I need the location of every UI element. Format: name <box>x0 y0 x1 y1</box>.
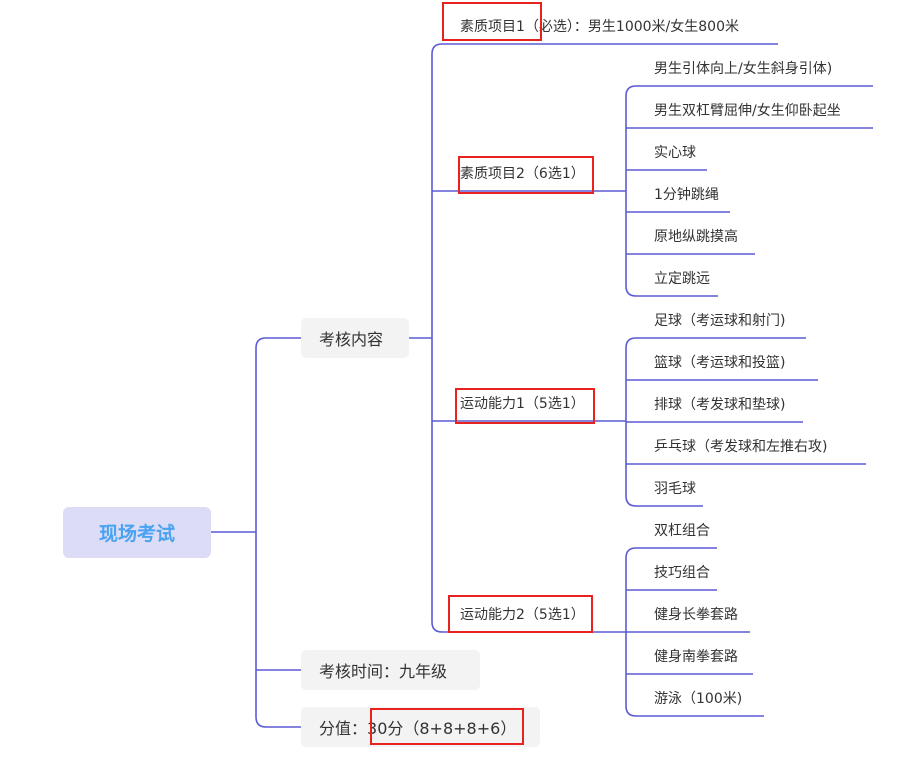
highlight-box <box>458 156 594 194</box>
leaf-node[interactable]: 男生引体向上/女生斜身引体) <box>654 61 833 77</box>
branch-time[interactable]: 考核时间：九年级 <box>301 650 480 690</box>
trunk-groups <box>431 621 443 633</box>
branch-content-label: 考核内容 <box>319 330 384 349</box>
leaf-node[interactable]: 健身南拳套路 <box>654 649 738 665</box>
trunk-leaves <box>625 705 637 717</box>
leaf-node[interactable]: 男生双杠臂屈伸/女生仰卧起坐 <box>654 103 841 119</box>
leaf-node[interactable]: 乒乓球（考发球和左推右攻) <box>654 439 828 455</box>
group-node[interactable]: 运动能力2（5选1） <box>460 607 585 623</box>
trunk-leaves <box>625 547 637 559</box>
trunk-groups <box>431 43 443 55</box>
leaf-node[interactable]: 足球（考运球和射门) <box>654 313 786 329</box>
trunk-leaves <box>625 495 637 507</box>
leaf-node[interactable]: 游泳（100米) <box>654 691 743 707</box>
root-node[interactable]: 现场考试 <box>63 507 211 558</box>
leaf-node[interactable]: 技巧组合 <box>654 565 710 581</box>
branch-score-prefix: 分值： <box>319 719 368 738</box>
leaf-node[interactable]: 实心球 <box>654 145 696 161</box>
leaf-node[interactable]: 排球（考发球和垫球) <box>654 397 786 413</box>
group-node[interactable]: 素质项目2（6选1） <box>460 166 585 182</box>
trunk-root <box>255 337 267 349</box>
leaf-node[interactable]: 双杠组合 <box>654 523 710 539</box>
leaf-node[interactable]: 立定跳远 <box>654 271 710 287</box>
trunk-leaves <box>625 85 637 97</box>
trunk-leaves <box>625 337 637 349</box>
highlight-box <box>455 388 595 424</box>
trunk-root <box>255 716 267 728</box>
highlight-box <box>370 708 524 745</box>
root-label: 现场考试 <box>98 523 175 545</box>
branch-score-value: 30分（8+8+8+6） <box>367 719 517 738</box>
leaf-node[interactable]: 原地纵跳摸高 <box>654 229 738 245</box>
trunk-leaves <box>625 285 637 297</box>
highlight-box <box>442 2 542 41</box>
leaf-node[interactable]: 1分钟跳绳 <box>654 187 719 203</box>
branch-time-label: 考核时间：九年级 <box>319 662 448 681</box>
branch-score[interactable]: 分值：30分（8+8+8+6） <box>301 707 540 747</box>
group-node[interactable]: 素质项目1（必选）：男生1000米/女生800米 <box>460 19 739 35</box>
leaf-node[interactable]: 健身长拳套路 <box>654 607 738 623</box>
leaf-node[interactable]: 羽毛球 <box>654 481 696 497</box>
group-node[interactable]: 运动能力1（5选1） <box>460 396 585 412</box>
highlight-box <box>448 595 593 633</box>
leaf-node[interactable]: 篮球（考运球和投篮) <box>654 355 786 371</box>
branch-content[interactable]: 考核内容 <box>301 318 409 358</box>
